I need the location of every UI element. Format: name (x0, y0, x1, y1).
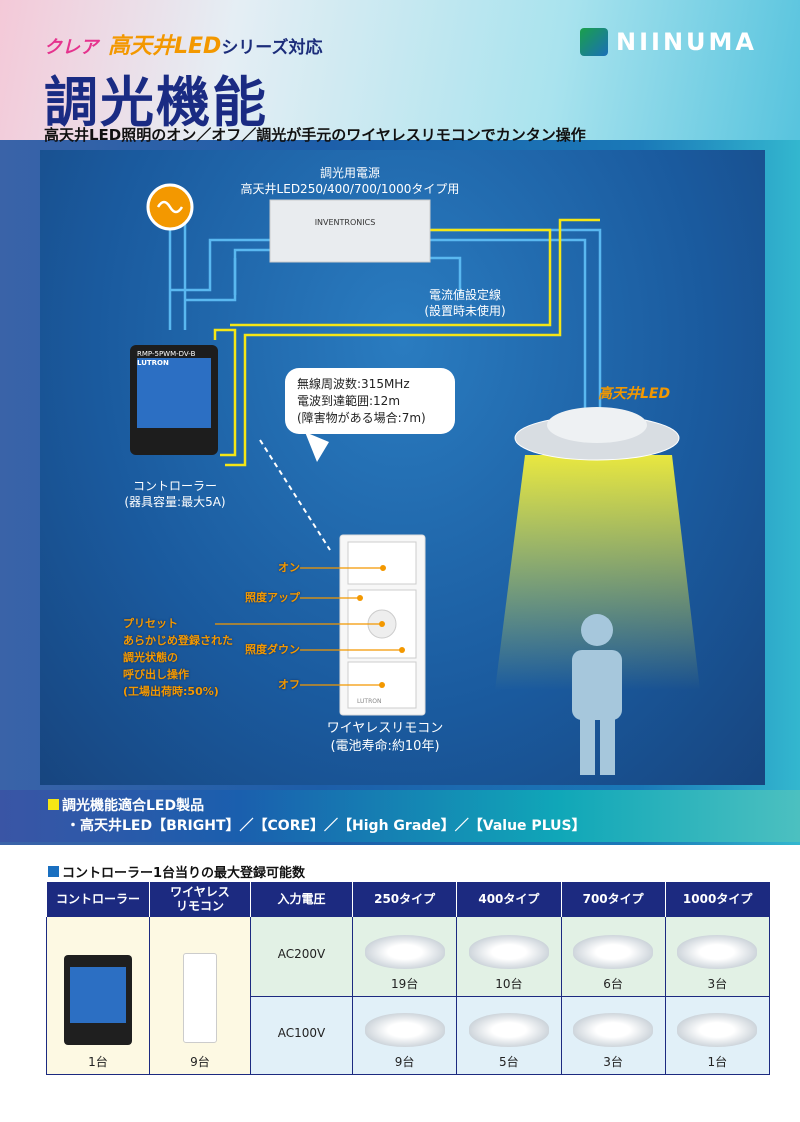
col-header: 1000タイプ (664, 882, 770, 916)
products-list: ・高天井LED【BRIGHT】／【CORE】／【High Grade】／【Val… (66, 818, 586, 834)
person-icon (572, 614, 622, 775)
fixture-thumbnail (573, 1012, 654, 1047)
fixture-thumbnail (677, 934, 758, 969)
series-name: 高天井LED (108, 34, 222, 59)
remote-label: ワイヤレスリモコン(電池寿命:約10年) (326, 721, 444, 754)
callout-off: オフ (278, 678, 300, 691)
remote-brand: LUTRON (357, 698, 382, 705)
page-title: 調光機能 (44, 71, 268, 134)
power-supply-label: 調光用電源高天井LED250/400/700/1000タイプ用 (240, 166, 460, 196)
callout-lines (215, 567, 402, 686)
subtitle: 高天井LED照明のオン／オフ／調光が手元のワイヤレスリモコンでカンタン操作 (44, 126, 586, 144)
voltage: AC100V (250, 995, 353, 1075)
company-name: NIINUMA (616, 28, 757, 56)
controller-model: RMP-5PWM-DV-B LUTRON (137, 350, 196, 367)
callout-on: オン (278, 561, 300, 574)
power-supply-image (269, 199, 431, 263)
fixture-label: 高天井LED (598, 386, 671, 402)
compatible-products: 調光機能適合LED製品・高天井LED【BRIGHT】／【CORE】／【High … (0, 790, 800, 842)
callout-down: 照度ダウン (245, 643, 300, 656)
col-header: ワイヤレス リモコン (149, 882, 251, 916)
wiring-diagram (130, 183, 700, 775)
fixture-thumbnail (468, 1012, 549, 1047)
products-heading: 調光機能適合LED製品 (62, 798, 205, 814)
col-header: 入力電圧 (250, 882, 353, 916)
company-logo-icon (580, 28, 608, 56)
col-header: 250タイプ (351, 882, 457, 916)
remote-count: 9台 (190, 1054, 210, 1069)
controller-thumbnail (64, 954, 132, 1045)
fixture-thumbnail (573, 934, 654, 969)
wireless-signal-icon (259, 439, 331, 551)
voltage: AC200V (250, 915, 353, 997)
fixture-thumbnail (364, 934, 445, 969)
col-header: 700タイプ (560, 882, 666, 916)
power-supply-brand: INVENTRONICS (314, 218, 376, 227)
fixture-thumbnail (677, 1012, 758, 1047)
wires (168, 218, 602, 467)
controller-label: コントローラー(器具容量:最大5A) (124, 479, 226, 509)
remote-thumbnail (183, 952, 217, 1043)
callout-up: 照度アップ (245, 591, 300, 604)
callout-preset: プリセットあらかじめ登録された調光状態の呼び出し操作(工場出荷時:50%) (123, 617, 233, 698)
light-beam (495, 455, 700, 690)
series-suffix: シリーズ対応 (221, 38, 323, 58)
col-header: コントローラー (46, 882, 150, 916)
company-logo: NIINUMA (580, 28, 757, 56)
col-header: 400タイプ (456, 882, 561, 916)
brand-logo: クレア (44, 37, 98, 58)
series-heading: クレア高天井LEDシリーズ対応 (44, 28, 322, 60)
table-heading: コントローラー1台当りの最大登録可能数 (48, 862, 305, 881)
current-line-label: 電流値設定線(設置時未使用) (424, 288, 506, 318)
fixture-thumbnail (468, 934, 549, 969)
fixture-thumbnail (364, 1012, 445, 1047)
controller-count: 1台 (88, 1054, 108, 1069)
